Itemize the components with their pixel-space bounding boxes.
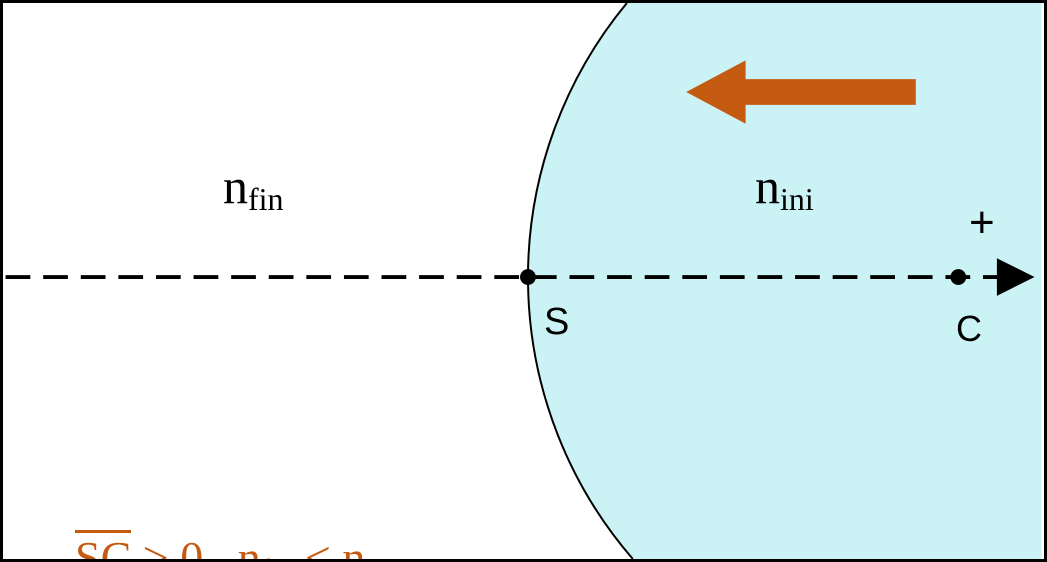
- formula-caption: SC > 0 , nfin < nini: [29, 477, 396, 562]
- plus-sign: +: [969, 198, 995, 247]
- n-ini-subscript: ini: [780, 181, 814, 218]
- axis-arrowhead-icon: [996, 258, 1035, 296]
- n-ini-base: n: [755, 158, 780, 214]
- n-fin-subscript: fin: [248, 181, 284, 218]
- formula-n-ini-subscript: ini: [365, 554, 396, 559]
- formula-comparator: <: [293, 531, 343, 562]
- label-vertex-s: S: [544, 301, 570, 343]
- label-center-c: C: [956, 308, 982, 349]
- label-n-ini: nini: [755, 158, 814, 215]
- label-n-fin: nfin: [223, 158, 284, 215]
- initial-medium-region: [527, 3, 1042, 559]
- formula-middle: > 0 ,: [131, 531, 238, 562]
- formula-n-fin-subscript: fin: [261, 554, 294, 559]
- formula-n-fin-base: n: [237, 531, 261, 562]
- formula-segment-sc: SC: [75, 529, 132, 559]
- formula-n-ini-base: n: [342, 531, 366, 562]
- vertex-point-dot: [520, 269, 536, 285]
- n-fin-base: n: [223, 158, 248, 214]
- diagram-canvas: [5, 3, 1042, 559]
- center-point-dot: [950, 269, 967, 285]
- light-direction-arrow-icon: [686, 60, 916, 124]
